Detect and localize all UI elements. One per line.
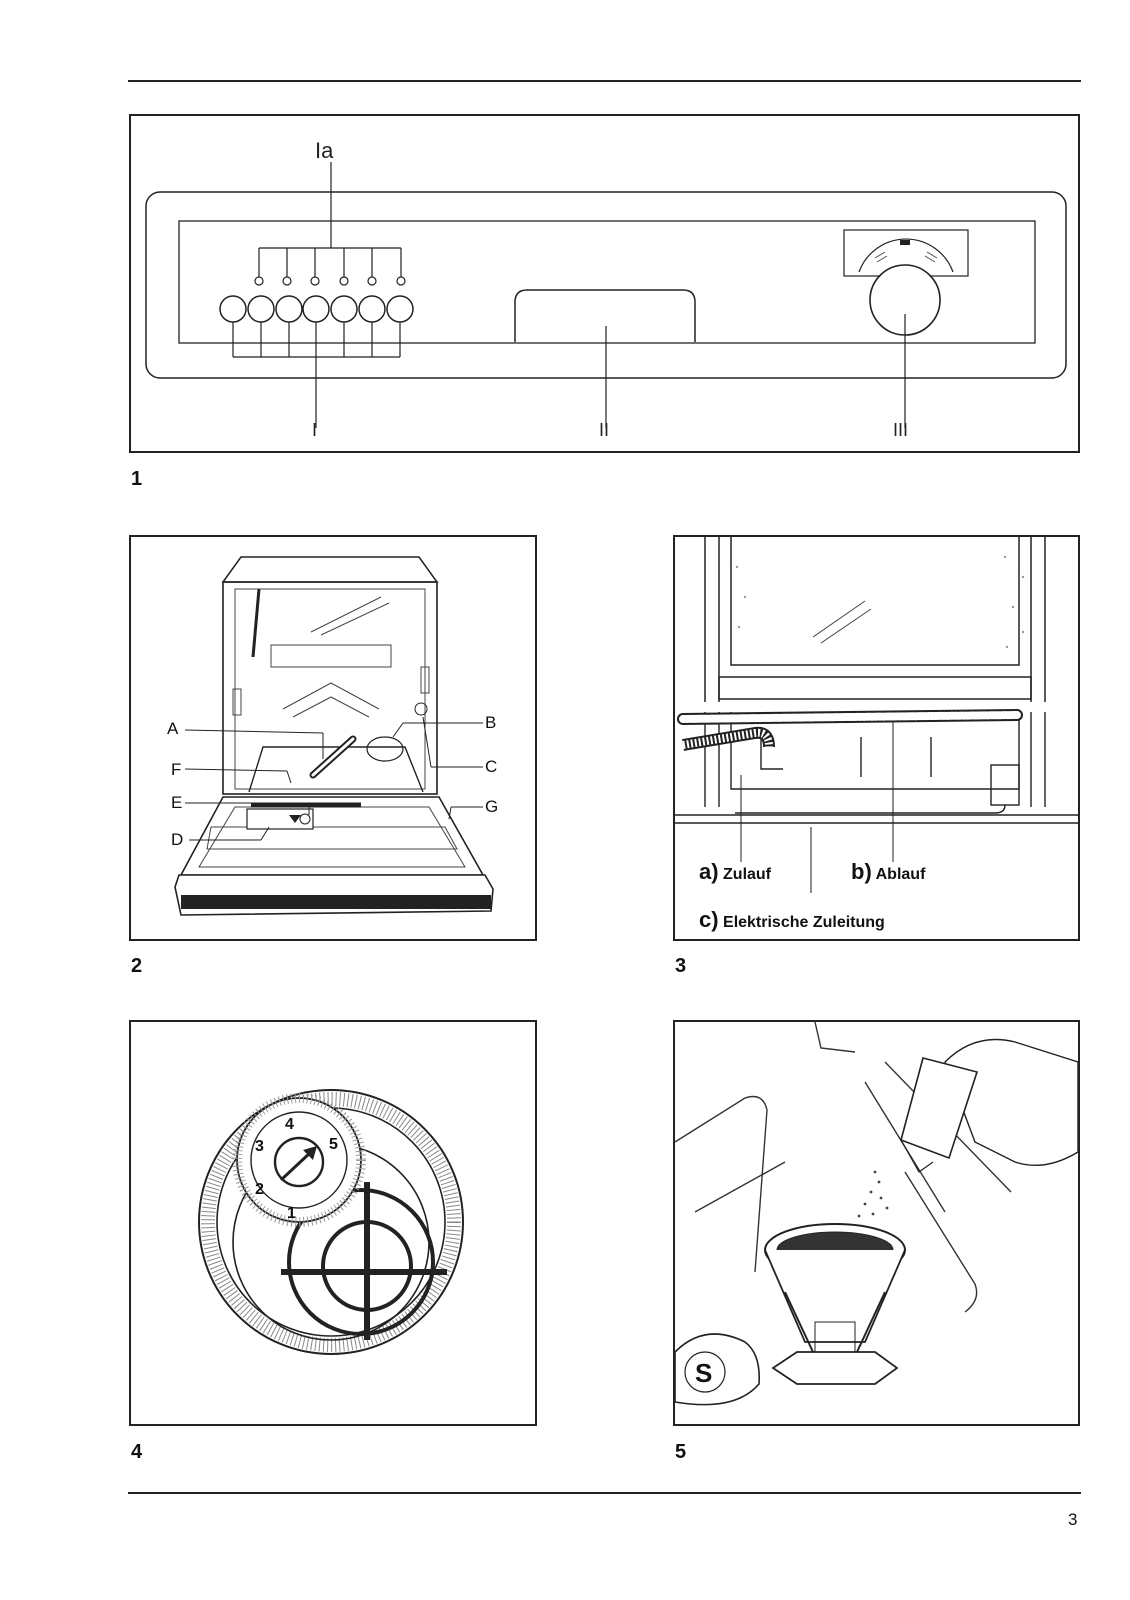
- label-b: B: [485, 713, 496, 732]
- caption-a-text: Zulauf: [723, 866, 772, 883]
- label-i: I: [312, 420, 317, 440]
- caption-b-text: Ablauf: [875, 866, 926, 883]
- dial-number-3: 3: [255, 1138, 264, 1155]
- label-c: C: [485, 757, 497, 776]
- figure-number-4: 4: [131, 1441, 143, 1463]
- dial-number-4: 4: [285, 1116, 294, 1133]
- figure-3-connections: a) Zulauf b) Ablauf c) Elektrische Zulei…: [673, 535, 1080, 941]
- label-a: A: [167, 719, 179, 738]
- top-rule: [128, 80, 1081, 82]
- caption-c-letter: c): [699, 907, 719, 932]
- caption-elektrische-zuleitung: c) Elektrische Zuleitung: [699, 907, 885, 933]
- label-e: E: [171, 793, 182, 812]
- dial-number-5: 5: [329, 1136, 338, 1153]
- figure-4-filter-dial: 4 3 5 2 1: [129, 1020, 537, 1426]
- filter-dial-drawing: 4 3 5 2 1: [198, 1089, 464, 1355]
- dial-number-2: 2: [255, 1181, 264, 1198]
- caption-c-text: Elektrische Zuleitung: [723, 914, 885, 931]
- dishwasher-drawing: A B C F E G D: [167, 556, 498, 916]
- caption-ablauf: b) Ablauf: [851, 859, 925, 885]
- caption-b-letter: b): [851, 859, 872, 884]
- figure-number-2: 2: [131, 955, 143, 977]
- bottom-rule: [128, 1492, 1081, 1494]
- dial-number-1: 1: [287, 1205, 296, 1222]
- figure-number-1: 1: [131, 468, 143, 490]
- salt-cap-symbol: S: [695, 1358, 712, 1388]
- label-ii: II: [599, 420, 609, 440]
- caption-zulauf: a) Zulauf: [699, 859, 771, 885]
- connections-drawing: [675, 537, 1078, 893]
- label-g: G: [485, 797, 498, 816]
- figure-number-5: 5: [675, 1441, 687, 1463]
- label-iii: III: [893, 420, 908, 440]
- label-f: F: [171, 760, 181, 779]
- figure-1-control-panel: Ia I II III: [129, 114, 1080, 453]
- label-d: D: [171, 830, 183, 849]
- filling-salt-drawing: S: [675, 1022, 1078, 1406]
- label-ia: Ia: [315, 138, 334, 163]
- figure-number-3: 3: [675, 955, 687, 977]
- figure-5-filling-salt: S: [673, 1020, 1080, 1426]
- caption-a-letter: a): [699, 859, 719, 884]
- figure-2-open-dishwasher: A B C F E G D: [129, 535, 537, 941]
- page-number: 3: [1068, 1510, 1078, 1529]
- control-panel-drawing: Ia I II III: [145, 138, 1067, 440]
